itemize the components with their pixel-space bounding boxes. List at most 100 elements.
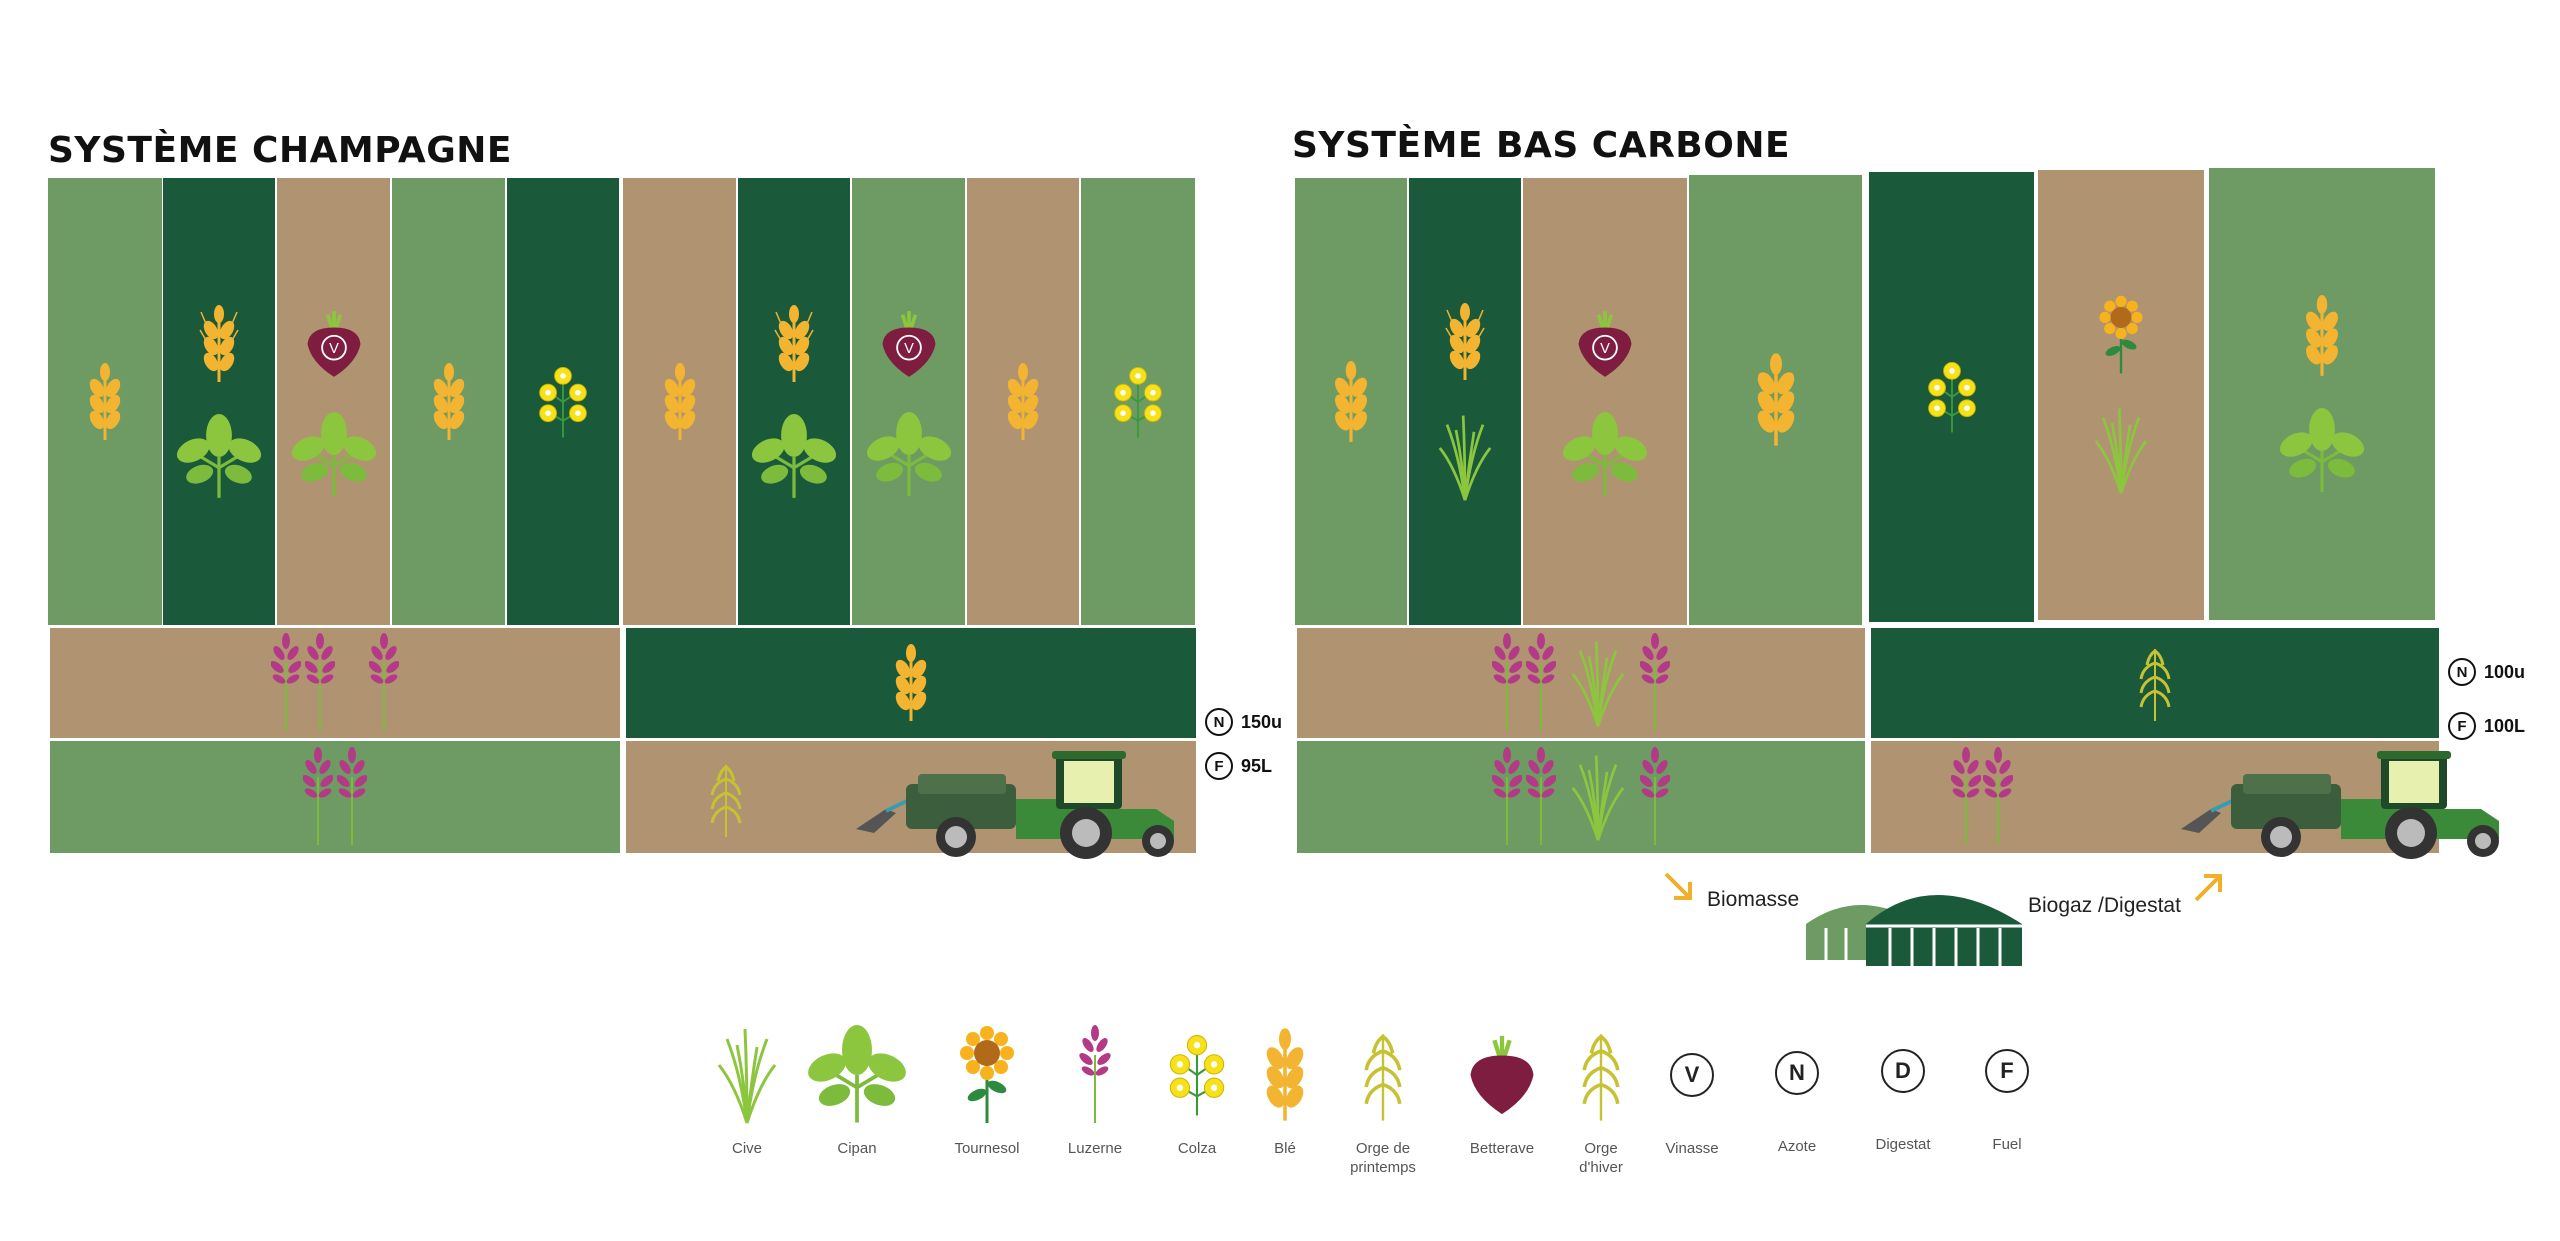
fuel-icon: F — [1985, 1049, 2029, 1093]
cipan-icon — [291, 412, 377, 498]
azote-badge: N 100u — [2448, 658, 2525, 686]
fuel-value: 100L — [2484, 715, 2526, 736]
cipan-icon — [1562, 412, 1648, 498]
legend-item-ble: Blé — [1230, 1020, 1340, 1159]
arrow-down-right-icon — [1664, 872, 1692, 900]
beet-icon — [1573, 306, 1637, 382]
beet-icon — [877, 306, 941, 382]
wheat-icon — [194, 304, 244, 384]
azote-value: 100u — [2484, 661, 2526, 682]
bas-carbone-title: SYSTÈME BAS CARBONE — [1292, 125, 1791, 166]
luzerne-icon — [1077, 1025, 1113, 1125]
sunflower-icon — [2097, 295, 2145, 375]
biogaz-label: Biogaz /Digestat — [2028, 894, 2181, 917]
wheat-icon — [660, 362, 700, 442]
wheat-icon — [1328, 360, 1374, 444]
legend-label: Orge de printemps — [1350, 1140, 1416, 1176]
luzerne-icon — [337, 747, 367, 847]
fuel-circle: F — [1205, 752, 1233, 780]
beet-icon — [1464, 1027, 1540, 1123]
legend-item-luzerne: Luzerne — [1040, 1020, 1150, 1159]
wheat-icon — [2299, 294, 2345, 378]
azote-value: 150u — [1241, 711, 1283, 732]
plot — [1871, 628, 2439, 738]
colza-icon — [535, 362, 591, 442]
fuel-circle: F — [2448, 712, 2476, 740]
legend-item-fuel: F Fuel — [1952, 1016, 2062, 1155]
legend-item-colza: Colza — [1142, 1020, 1252, 1159]
luzerne-icon — [369, 633, 399, 733]
plot — [392, 178, 505, 625]
wheat-icon — [769, 304, 819, 384]
plot — [852, 178, 965, 625]
tractor-icon — [2181, 749, 2521, 859]
plot — [1871, 741, 2439, 853]
azote-circle: N — [2448, 658, 2476, 686]
wheat-icon — [1003, 362, 1043, 442]
legend-label: Cive — [731, 1140, 762, 1157]
fuel-badge: F 95L — [1205, 752, 1272, 780]
plot — [1689, 175, 1862, 625]
legend-label: Azote — [1777, 1138, 1817, 1155]
legend-item-vinasse: V Vinasse — [1637, 1020, 1747, 1159]
vinasse-icon: V — [1670, 1053, 1714, 1097]
plot — [1295, 178, 1407, 625]
biomasse-label: Biomasse — [1707, 888, 1800, 911]
tractor-icon — [856, 749, 1196, 859]
plot — [163, 178, 275, 625]
cive-icon — [709, 1025, 785, 1125]
legend-item-cipan: Cipan — [802, 1020, 912, 1159]
winter-barley-icon — [706, 759, 746, 839]
beet-icon — [302, 306, 366, 382]
luzerne-icon — [305, 633, 335, 733]
azote-circle: N — [1205, 708, 1233, 736]
cive-icon — [1570, 752, 1626, 842]
legend-item-digestat: D Digestat — [1848, 1016, 1958, 1155]
cive-icon — [1570, 638, 1626, 728]
wheat-icon — [1440, 302, 1490, 382]
plot — [277, 178, 390, 625]
plot — [2038, 170, 2204, 620]
luzerne-icon — [303, 747, 333, 847]
sunflower-icon — [957, 1025, 1017, 1125]
plot — [1081, 178, 1195, 625]
luzerne-icon — [1492, 747, 1522, 847]
colza-icon — [1110, 362, 1166, 442]
wheat-icon — [429, 362, 469, 442]
plot — [626, 628, 1196, 738]
legend-item-betterave: Betterave — [1447, 1020, 1557, 1159]
plot — [2209, 168, 2435, 620]
legend-label: Luzerne — [1067, 1140, 1123, 1157]
digestat-icon: D — [1881, 1049, 1925, 1093]
plot — [738, 178, 850, 625]
plot — [1297, 741, 1865, 853]
plot — [967, 178, 1079, 625]
azote-badge: N 150u — [1205, 708, 1282, 736]
legend-item-orge-hiver: Orge d'hiver — [1546, 1020, 1656, 1178]
plot — [507, 178, 619, 625]
legend-item-orge-printemps: Orge de printemps — [1328, 1020, 1438, 1178]
spring-barley-icon — [2133, 643, 2177, 723]
wheat-icon — [891, 643, 931, 723]
plot — [48, 178, 162, 625]
legend-label: Vinasse — [1665, 1140, 1719, 1157]
winter-barley-icon — [1575, 1027, 1627, 1123]
plot — [1409, 178, 1521, 625]
cive-icon — [1435, 412, 1495, 502]
luzerne-icon — [1951, 747, 1981, 847]
plot — [1297, 628, 1865, 738]
legend-item-cive: Cive — [692, 1020, 802, 1159]
plot — [626, 741, 1196, 853]
plot — [50, 741, 620, 853]
fuel-value: 95L — [1241, 755, 1273, 776]
legend-label: Fuel — [1992, 1136, 2022, 1153]
plot — [623, 178, 736, 625]
luzerne-icon — [1526, 747, 1556, 847]
fuel-badge: F 100L — [2448, 712, 2525, 740]
azote-icon: N — [1775, 1051, 1819, 1095]
cipan-icon — [751, 414, 837, 500]
plot — [50, 628, 620, 738]
cipan-icon — [176, 414, 262, 500]
legend-label: Blé — [1274, 1140, 1296, 1157]
spring-barley-icon — [1357, 1027, 1409, 1123]
